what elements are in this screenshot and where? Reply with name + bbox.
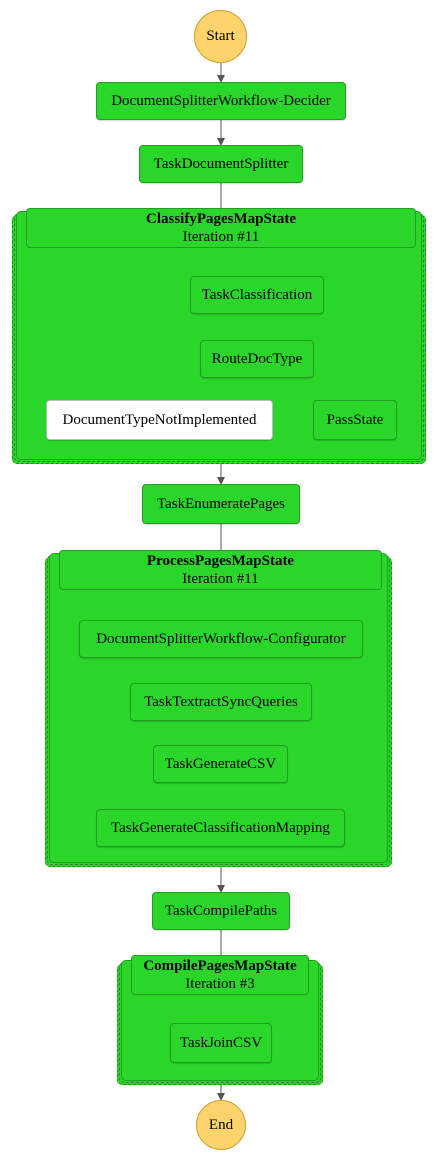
compile-map-iteration: Iteration #3	[185, 976, 255, 992]
classify-map-header[interactable]: ClassifyPagesMapState Iteration #11	[26, 208, 416, 248]
generate-csv-node[interactable]: TaskGenerateCSV	[153, 745, 288, 783]
process-map-header[interactable]: ProcessPagesMapState Iteration #11	[59, 550, 382, 590]
classification-label: TaskClassification	[201, 286, 313, 303]
route-doc-type-label: RouteDocType	[211, 350, 303, 367]
start-node[interactable]: Start	[194, 10, 247, 63]
document-splitter-label: TaskDocumentSplitter	[153, 155, 289, 172]
classify-map-title: ClassifyPagesMapState	[146, 211, 296, 227]
generate-classification-mapping-label: TaskGenerateClassificationMapping	[111, 819, 330, 836]
pass-state-label: PassState	[326, 411, 384, 428]
generate-csv-label: TaskGenerateCSV	[164, 755, 277, 772]
document-splitter-node[interactable]: TaskDocumentSplitter	[139, 145, 303, 183]
configurator-label: DocumentSplitterWorkflow-Configurator	[96, 630, 346, 647]
configurator-node[interactable]: DocumentSplitterWorkflow-Configurator	[79, 620, 363, 658]
decider-node[interactable]: DocumentSplitterWorkflow-Decider	[96, 82, 346, 120]
process-map-iteration: Iteration #11	[182, 571, 259, 587]
end-node[interactable]: End	[196, 1100, 246, 1150]
join-csv-node[interactable]: TaskJoinCSV	[170, 1023, 272, 1063]
start-label: Start	[206, 28, 235, 44]
pass-state-node[interactable]: PassState	[313, 400, 397, 440]
join-csv-label: TaskJoinCSV	[179, 1034, 263, 1051]
classification-node[interactable]: TaskClassification	[190, 276, 324, 314]
compile-map-title: CompilePagesMapState	[143, 958, 297, 974]
enumerate-pages-label: TaskEnumeratePages	[156, 495, 286, 512]
classify-map-iteration: Iteration #11	[182, 229, 260, 245]
document-type-not-implemented-label: DocumentTypeNotImplemented	[62, 411, 257, 428]
end-label: End	[208, 1116, 234, 1133]
decider-label: DocumentSplitterWorkflow-Decider	[111, 92, 331, 109]
enumerate-pages-node[interactable]: TaskEnumeratePages	[142, 484, 300, 524]
route-doc-type-node[interactable]: RouteDocType	[200, 340, 314, 378]
compile-paths-node[interactable]: TaskCompilePaths	[152, 892, 290, 930]
textract-sync-queries-node[interactable]: TaskTextractSyncQueries	[130, 683, 312, 721]
compile-map-header[interactable]: CompilePagesMapState Iteration #3	[131, 955, 309, 995]
document-type-not-implemented-node[interactable]: DocumentTypeNotImplemented	[46, 400, 273, 440]
generate-classification-mapping-node[interactable]: TaskGenerateClassificationMapping	[96, 809, 345, 847]
textract-sync-queries-label: TaskTextractSyncQueries	[144, 693, 298, 710]
process-map-title: ProcessPagesMapState	[146, 553, 295, 569]
compile-paths-label: TaskCompilePaths	[164, 902, 278, 919]
